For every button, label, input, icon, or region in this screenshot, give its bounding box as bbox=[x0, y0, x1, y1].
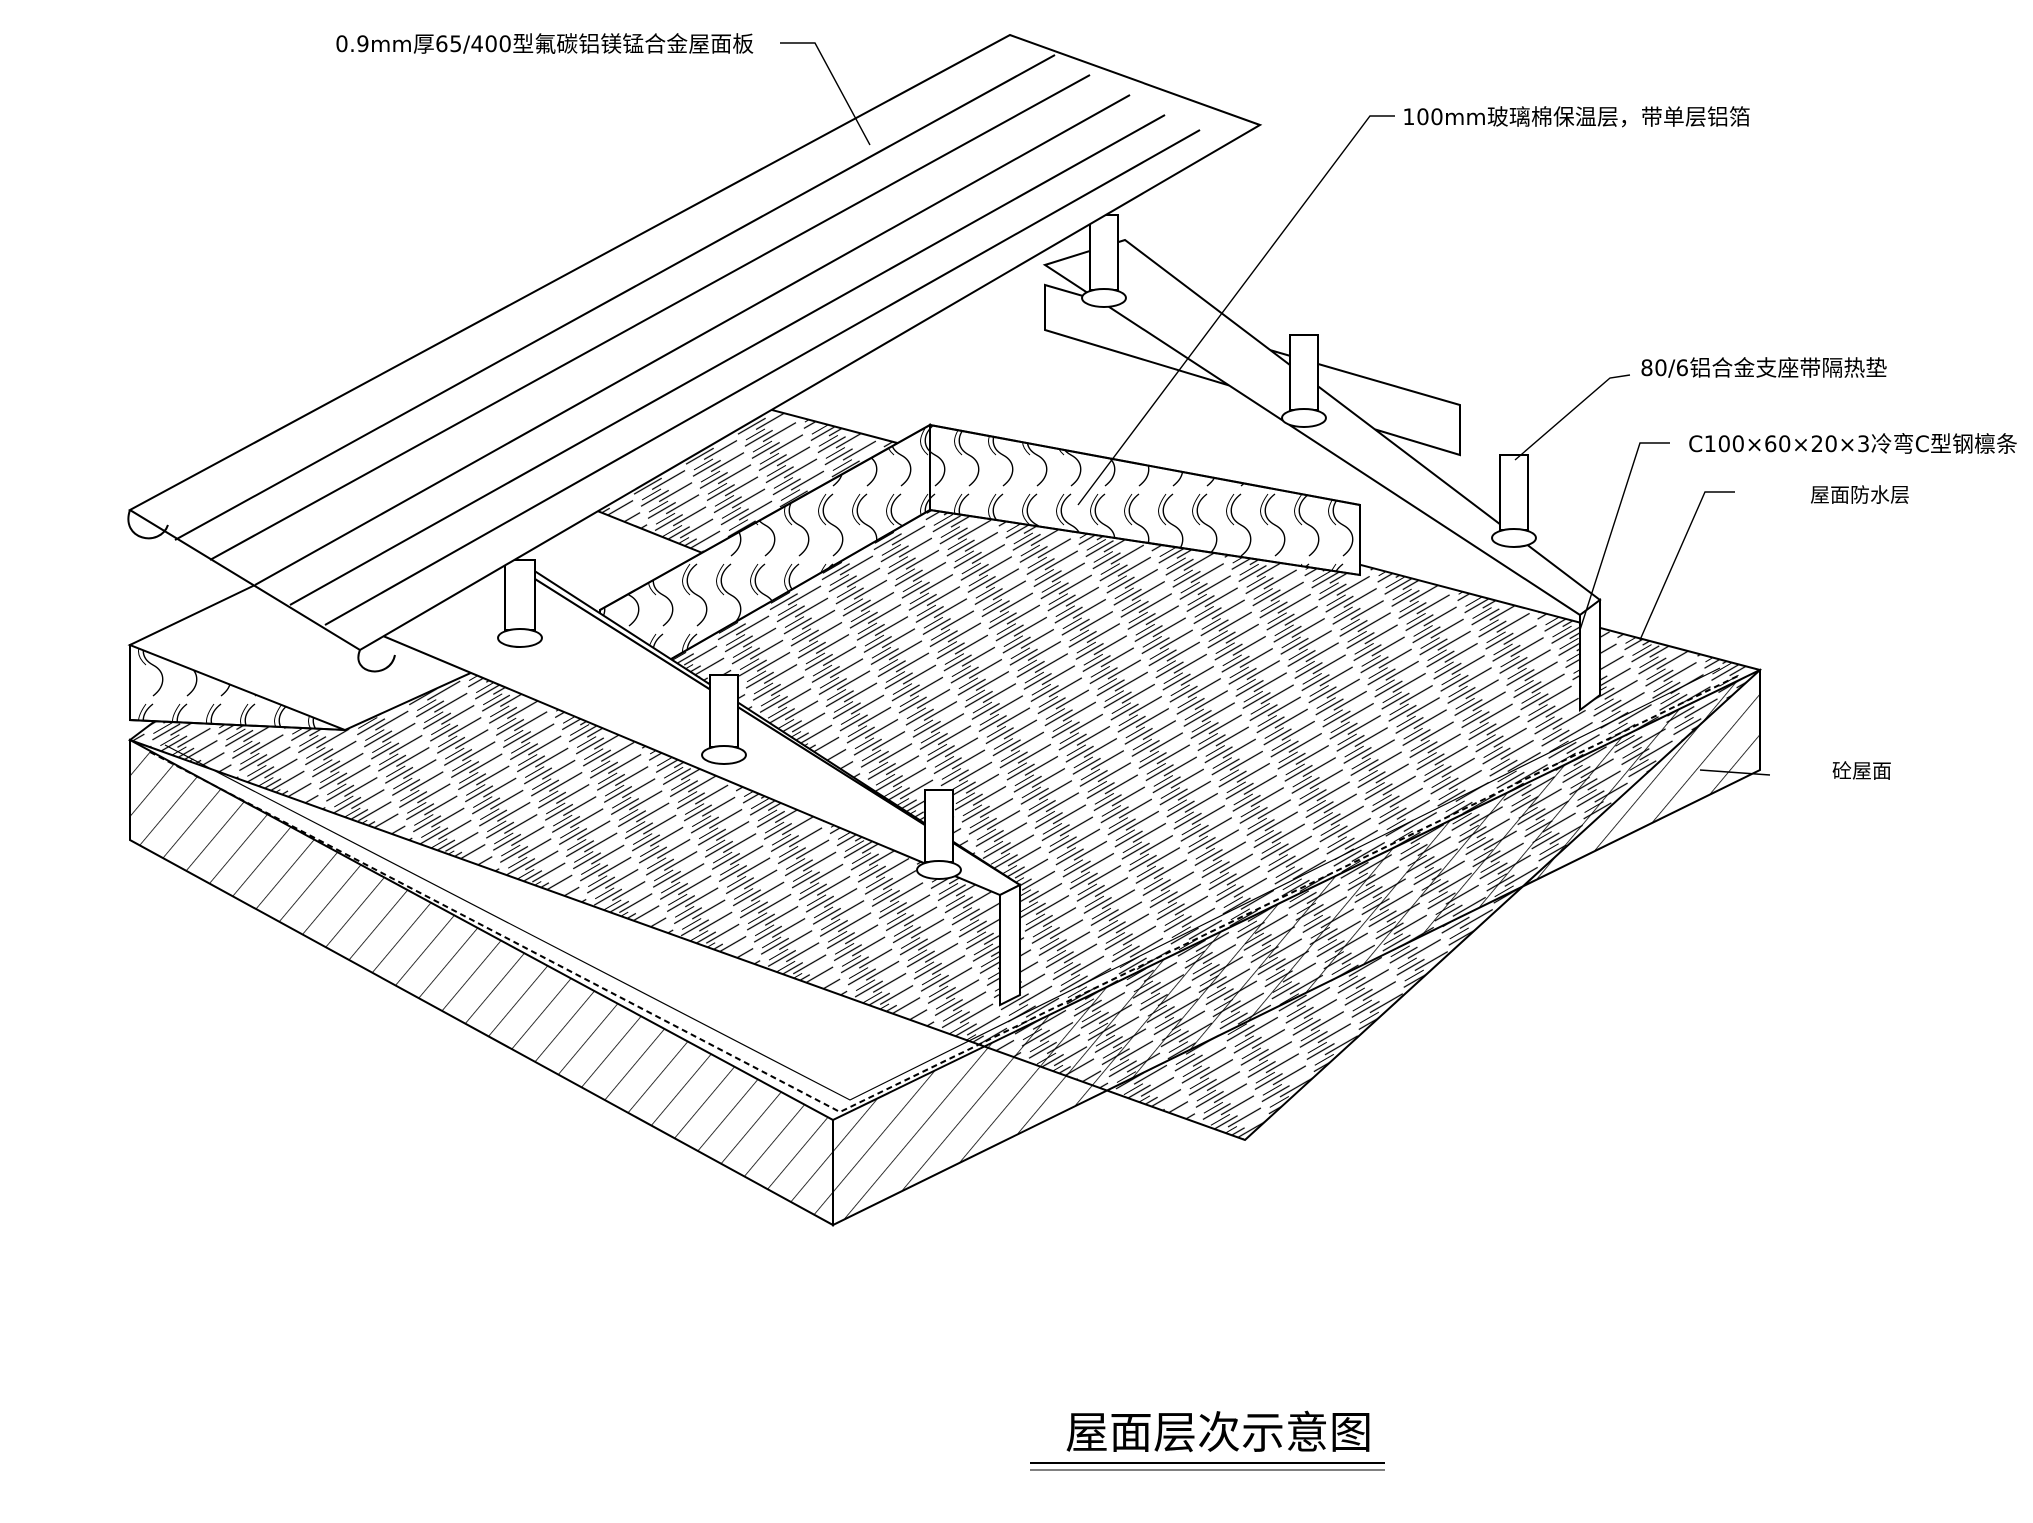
purlin-back-web bbox=[1579, 598, 1601, 712]
label-insulation: 100mm玻璃棉保温层，带单层铝箔 bbox=[1402, 106, 1751, 131]
label-waterproof: 屋面防水层 bbox=[1810, 483, 1910, 507]
slab-right-face bbox=[832, 668, 1761, 1227]
purlin-front-web bbox=[999, 883, 1021, 1007]
leader-roof-panel bbox=[780, 42, 871, 146]
leader-insulation bbox=[1077, 115, 1395, 506]
leader-lines bbox=[780, 42, 1771, 776]
support-bracket bbox=[1491, 454, 1537, 548]
support-bracket bbox=[497, 559, 543, 648]
support-bracket bbox=[701, 674, 747, 765]
aluminum-supports bbox=[497, 214, 1537, 880]
leader-support bbox=[1514, 374, 1631, 461]
label-roof-panel: 0.9mm厚65/400型氟碳铝镁锰合金屋面板 bbox=[335, 33, 754, 58]
leader-concrete bbox=[1699, 769, 1771, 776]
roof-panel bbox=[127, 33, 1263, 673]
label-purlin: C100×60×20×3冷弯C型钢檩条 bbox=[1688, 433, 2018, 458]
label-concrete: 砼屋面 bbox=[1832, 759, 1892, 783]
leader-purlin bbox=[1579, 442, 1670, 631]
support-bracket bbox=[1281, 334, 1327, 428]
support-bracket bbox=[916, 789, 962, 880]
waterproof-line bbox=[149, 674, 1741, 1114]
diagram-title: 屋面层次示意图 bbox=[1065, 1408, 1373, 1459]
label-support: 80/6铝合金支座带隔热垫 bbox=[1640, 357, 1887, 382]
leader-waterproof bbox=[1639, 491, 1735, 641]
